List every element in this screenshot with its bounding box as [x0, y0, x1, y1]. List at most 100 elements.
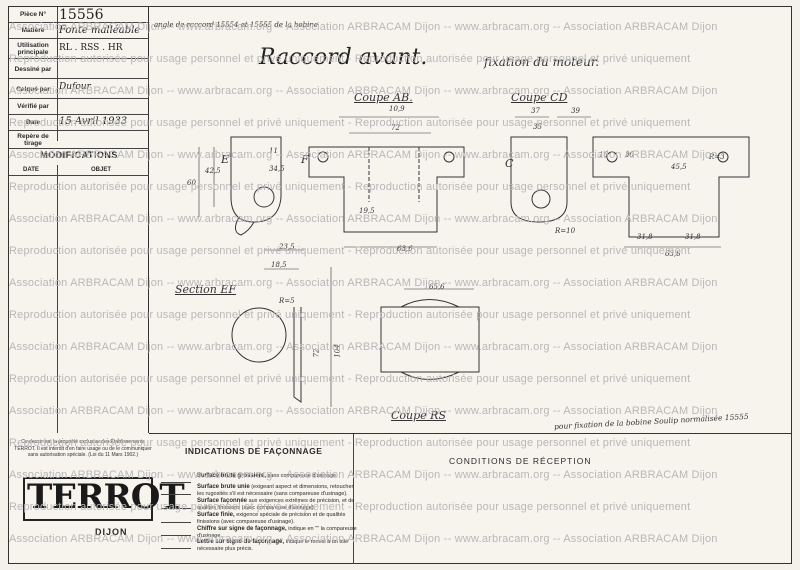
tb-label: Date: [25, 119, 41, 126]
dim-label: 23,5: [279, 243, 295, 251]
section-label: Coupe RS: [391, 409, 446, 422]
dim-label: 18,5: [271, 261, 287, 269]
indication-item: Surface brute unie (exigeant aspect et d…: [197, 484, 354, 497]
tb-row-matiere: Matière Fonte malléable: [9, 23, 149, 39]
dim-label: 60: [187, 179, 196, 187]
material-value: Fonte malléable: [59, 25, 141, 36]
watermark: Association ARBRACAM Dijon -- www.arbrac…: [9, 21, 718, 33]
watermark: Reproduction autorisée pour usage person…: [9, 181, 691, 193]
technical-drawing: [198, 116, 750, 407]
watermark: Association ARBRACAM Dijon -- www.arbrac…: [9, 469, 718, 481]
dim-label: 11: [269, 147, 278, 155]
section-ef-circle: [231, 307, 287, 363]
section-ef-plate: [293, 307, 302, 403]
view-label: E: [221, 153, 230, 166]
dim-label: 45,5: [671, 163, 687, 171]
hole-circle: [717, 151, 729, 163]
watermark: Association ARBRACAM Dijon -- www.arbrac…: [9, 213, 718, 225]
finish-symbol-icon: [161, 540, 191, 549]
section-cd-outline: [510, 136, 568, 223]
tb-row-repere: Repère de tirage: [9, 131, 149, 149]
tb-row-calque: Calqué par Dufour: [9, 79, 149, 99]
indication-item: Surface finie, exigence spéciale de préc…: [197, 512, 346, 525]
mod-header-line: [9, 175, 149, 176]
dim-label: 65,6: [429, 283, 445, 291]
side-view-outline: [230, 136, 282, 223]
watermark: Association ARBRACAM Dijon -- www.arbrac…: [9, 405, 718, 417]
section-label: Coupe CD: [511, 91, 568, 104]
drawing-subtitle: fixation du moteur.: [484, 55, 600, 69]
right-view-outline: [592, 136, 750, 238]
logo-city: DIJON: [95, 527, 128, 537]
dim-label: 63,6: [397, 245, 413, 253]
watermark: Reproduction autorisée pour usage person…: [9, 309, 691, 321]
dim-label: 42,5: [205, 167, 221, 175]
dim-label: 63,6: [665, 250, 681, 258]
bore-circle: [531, 189, 551, 209]
terrot-logo: TERROT: [23, 477, 185, 521]
title-block: Pièce N° 15556 Matière Fonte malléable U…: [9, 7, 149, 433]
indications-box: INDICATIONS DE FAÇONNAGE Surface brute g…: [149, 434, 357, 564]
dim-label: 10,9: [389, 105, 405, 113]
tb-label: Vérifié par: [17, 103, 49, 110]
title-block-divider: [57, 7, 58, 141]
dim-label: 39: [571, 107, 580, 115]
indication-item: Chiffre sur signe de façonnage, indique …: [197, 526, 357, 539]
tb-row-verifie: Vérifié par: [9, 99, 149, 115]
indication-item: Lettre sur signe de façonnage, indique l…: [197, 539, 349, 552]
dim-label: R=3: [709, 153, 725, 161]
bore-circle: [253, 186, 275, 208]
tb-label: Pièce N°: [19, 11, 47, 18]
mod-column-line: [57, 165, 58, 433]
watermark: Association ARBRACAM Dijon -- www.arbrac…: [9, 341, 718, 353]
tb-label: Repère de tirage: [17, 133, 49, 147]
watermark: Reproduction autorisée pour usage person…: [9, 501, 691, 513]
date-value: 15 Avril 1933: [59, 116, 128, 127]
tb-row-piece: Pièce N° 15556: [9, 7, 149, 23]
finish-symbol-icon: [161, 474, 191, 483]
hole-circle: [443, 151, 455, 163]
indication-item: Surface brute grossière, sans compareuse…: [197, 473, 338, 479]
usage-value: RL . RSS . HR: [59, 43, 123, 53]
dim-label: 30: [625, 151, 634, 159]
watermark: Association ARBRACAM Dijon -- www.arbrac…: [9, 533, 718, 545]
dim-label: 34,5: [269, 165, 285, 173]
watermark: Association ARBRACAM Dijon -- www.arbrac…: [9, 277, 718, 289]
finish-symbol-icon: [161, 500, 191, 509]
dim-label: 19,5: [359, 207, 375, 215]
conditions-title: CONDITIONS DE RÉCEPTION: [449, 456, 592, 466]
finish-symbol-icon: [161, 527, 191, 536]
drawing-sheet: Pièce N° 15556 Matière Fonte malléable U…: [8, 6, 792, 564]
tb-label: Dessiné par: [14, 66, 52, 73]
tb-row-dessine: Dessiné par: [9, 59, 149, 79]
lug-outline: [235, 216, 255, 236]
section-rs-outline: [380, 306, 480, 373]
tb-label: Utilisation principale: [17, 42, 49, 56]
view-label: C: [505, 157, 514, 170]
part-number: 15556: [59, 7, 104, 23]
watermark: Reproduction autorisée pour usage person…: [9, 373, 691, 385]
watermark: Reproduction autorisée pour usage person…: [9, 117, 691, 129]
dim-label: R=10: [555, 227, 576, 235]
section-ab-outline: [308, 146, 465, 233]
tb-label: Matière: [21, 27, 45, 34]
watermark: Association ARBRACAM Dijon -- www.arbrac…: [9, 149, 718, 161]
bottom-panel: INDICATIONS DE FAÇONNAGE Surface brute g…: [149, 433, 791, 564]
mod-col-objet: OBJET: [91, 167, 112, 173]
section-rs-curve: [400, 299, 460, 380]
dim-label: 16: [599, 151, 608, 159]
hole-circle: [606, 151, 618, 163]
watermark: Reproduction autorisée pour usage person…: [9, 245, 691, 257]
indications-title: INDICATIONS DE FAÇONNAGE: [185, 446, 323, 456]
finish-symbol-icon: [161, 486, 191, 495]
section-label: Section EF: [175, 283, 237, 296]
dim-label: 37: [531, 107, 540, 115]
mod-col-date: DATE: [23, 167, 39, 173]
tracer-signature: Dufour: [59, 82, 91, 92]
watermark: Reproduction autorisée pour usage person…: [9, 437, 691, 449]
legal-notice: Ce dessin est la propriété exclusive des…: [14, 439, 152, 458]
dim-label: 35: [533, 123, 542, 131]
tb-row-date: Date 15 Avril 1933: [9, 115, 149, 131]
indication-item: Surface façonnée aux exigences extrêmes …: [197, 498, 355, 511]
top-note: angle de raccord 15554 et 15555 de la bo…: [154, 21, 318, 29]
